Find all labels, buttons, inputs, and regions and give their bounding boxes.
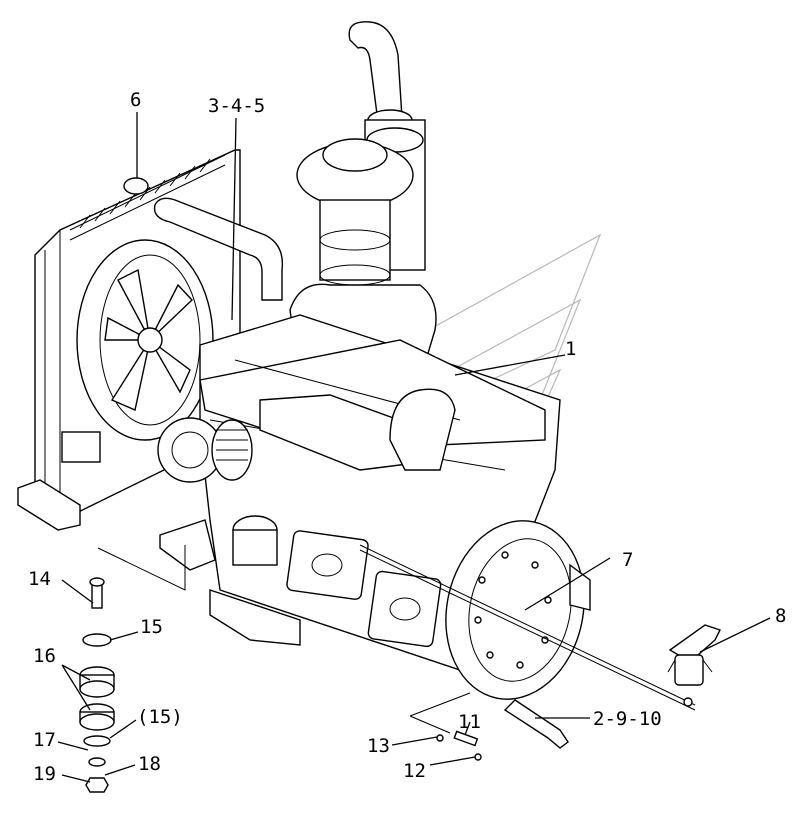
callout-15: 15: [140, 616, 163, 638]
callout-8: 8: [775, 605, 786, 627]
callout-13: 13: [367, 735, 390, 757]
fan: [104, 268, 193, 411]
callout-7: 7: [622, 549, 633, 571]
radiator-bracket: [61, 431, 101, 463]
engine-mount-bracket: [159, 519, 216, 571]
callout-16: 16: [33, 645, 56, 667]
callout-3-4-5: 3-4-5: [208, 95, 265, 117]
callout-2-9-10: 2-9-10: [593, 708, 662, 730]
callout-15-repeat: (15): [137, 706, 183, 728]
callout-18: 18: [138, 753, 161, 775]
small-fasteners: [409, 692, 482, 761]
callout-6: 6: [130, 89, 141, 111]
callout-14: 14: [28, 568, 51, 590]
callout-1: 1: [565, 338, 576, 360]
drain-pipe: [503, 699, 569, 749]
radiator-cap: [123, 177, 149, 195]
coolant-hose: [153, 197, 284, 301]
callout-labels: 6 3-4-5 1 7 8 14 15 16 (15) 17 18 19 11 …: [28, 89, 786, 785]
callout-12: 12: [403, 760, 426, 782]
throttle-control: [359, 544, 721, 711]
mount-hardware-stack: [79, 545, 186, 793]
callout-17: 17: [33, 729, 56, 751]
callout-19: 19: [33, 763, 56, 785]
callout-11: 11: [458, 711, 481, 733]
leader-lines: [57, 112, 771, 783]
radiator-fins: [69, 154, 226, 241]
